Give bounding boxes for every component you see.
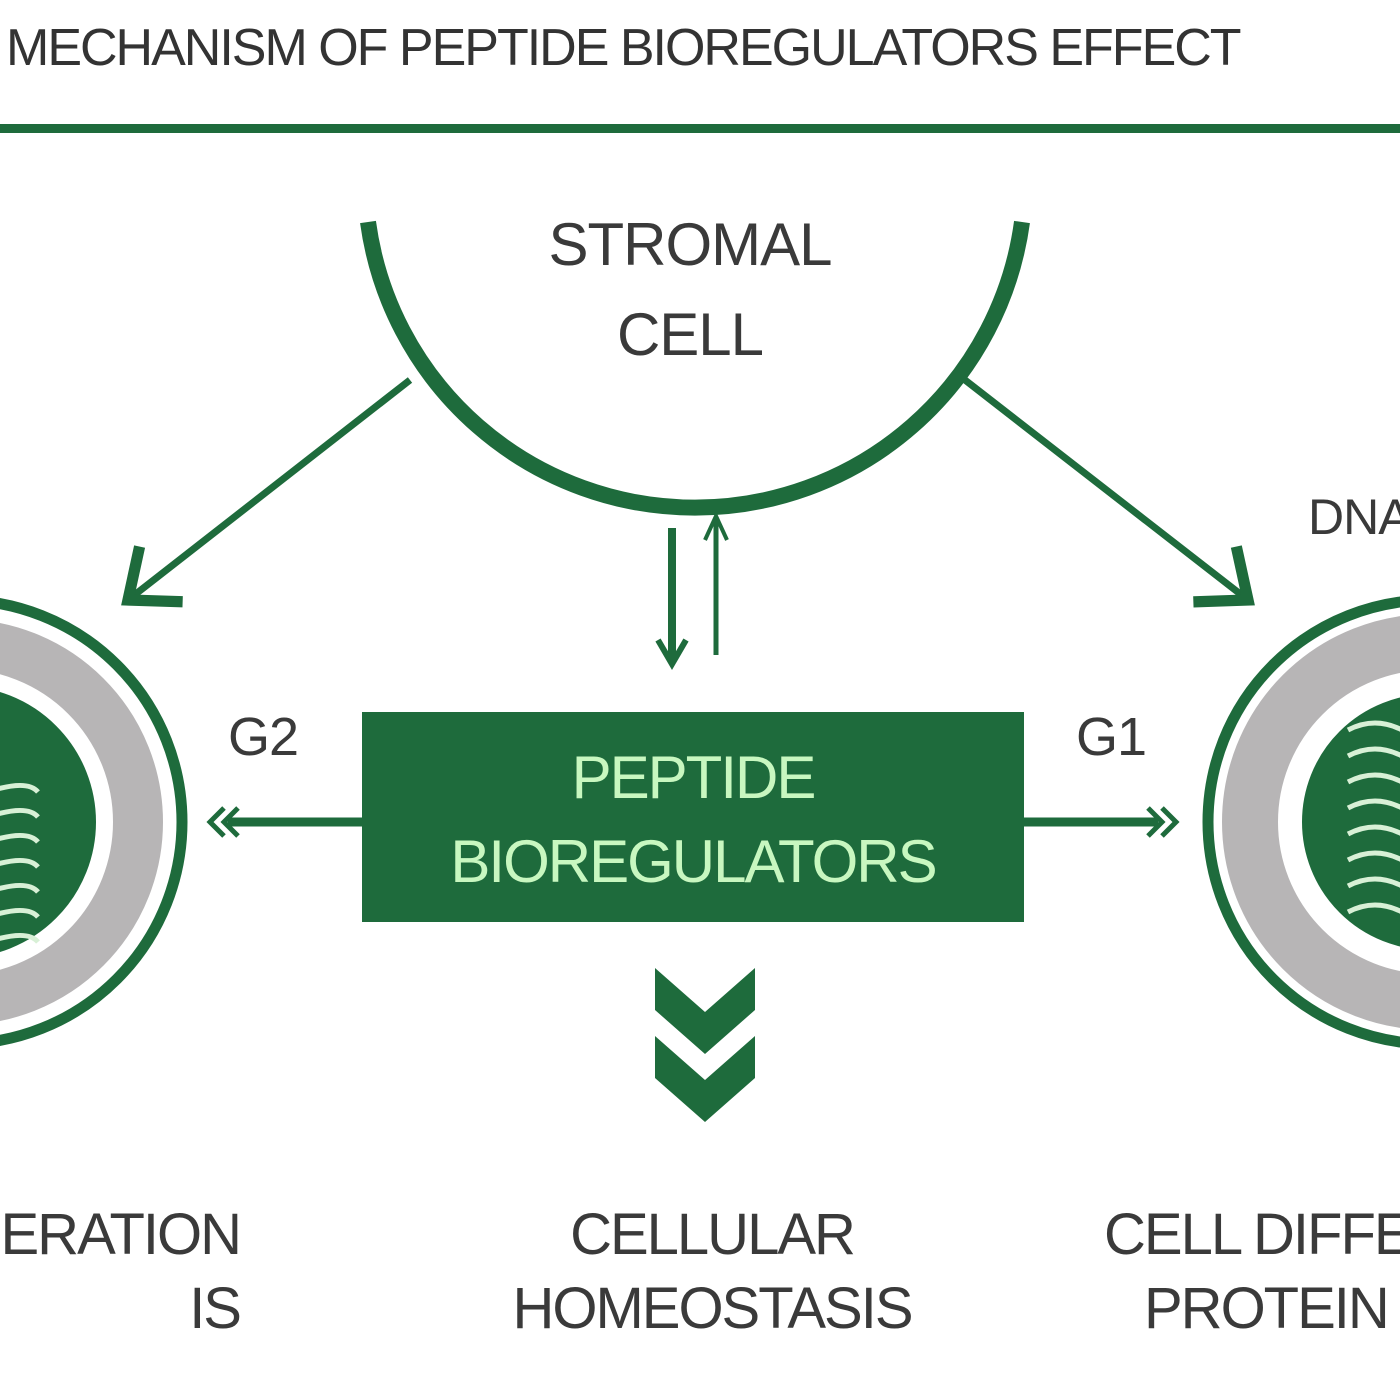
arrow-to-right-cell <box>1024 806 1180 838</box>
arrow-stromal-to-right-cell <box>962 377 1255 608</box>
right-cell <box>1202 596 1400 1048</box>
bottom-left-line2: IS <box>189 1276 242 1341</box>
title-divider <box>0 124 1400 133</box>
exchange-arrows <box>655 511 729 670</box>
bottom-center-line1: CELLULAR <box>570 1202 856 1267</box>
bottom-left-line1: ERATION <box>0 1202 243 1267</box>
dna-label: DNA <box>1308 489 1400 545</box>
stromal-cell-label: STROMAL CELL <box>440 200 940 380</box>
left-cell <box>0 598 188 1046</box>
g2-label: G2 <box>228 707 299 767</box>
arrow-to-left-cell <box>206 806 362 838</box>
peptide-box-label: PEPTIDE BIOREGULATORS <box>362 736 1024 904</box>
bottom-left-label: ERATION IS <box>0 1198 243 1346</box>
diagram-title: MECHANISM OF PEPTIDE BIOREGULATORS EFFEC… <box>6 19 1242 77</box>
bottom-right-line2: PROTEIN <box>1144 1276 1390 1341</box>
stromal-cell-line2: CELL <box>616 301 764 368</box>
stromal-cell-arc <box>360 220 1030 516</box>
dna-helix-icon <box>1346 720 1400 915</box>
g1-label: G1 <box>1076 707 1147 767</box>
stromal-cell-line1: STROMAL <box>548 211 832 278</box>
peptide-box <box>362 712 1024 922</box>
peptide-box-line1: PEPTIDE <box>571 744 817 811</box>
arrow-stromal-to-left-cell <box>121 377 413 608</box>
bottom-center-line2: HOMEOSTASIS <box>512 1276 913 1341</box>
peptide-box-line2: BIOREGULATORS <box>450 828 937 895</box>
bottom-right-line1: CELL DIFFE <box>1104 1202 1400 1267</box>
bottom-center-label: CELLULAR HOMEOSTASIS <box>462 1198 962 1346</box>
chevron-down-icon <box>655 968 755 1122</box>
dna-helix-icon <box>0 783 40 944</box>
bottom-right-label: CELL DIFFE PROTEIN <box>1104 1198 1400 1346</box>
